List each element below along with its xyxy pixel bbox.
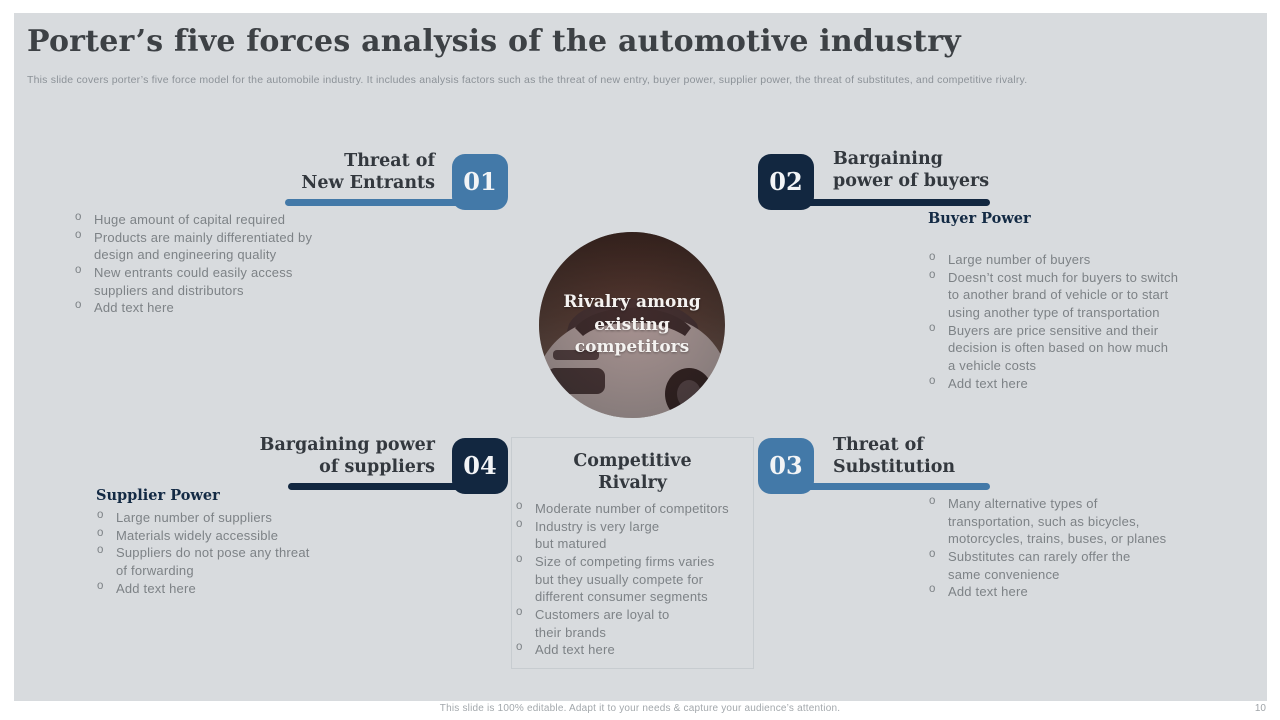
car-photo: [539, 232, 725, 418]
suppliers-number-badge: 04: [452, 438, 508, 494]
rivalry-frame: [511, 437, 754, 669]
list-item: Products are mainly differentiated by de…: [72, 228, 357, 264]
substitution-list: Many alternative types of transportation…: [926, 494, 1221, 601]
list-item: Many alternative types of transportation…: [926, 494, 1221, 548]
list-item: Large number of suppliers: [94, 508, 364, 527]
list-item: Large number of buyers: [926, 250, 1221, 269]
substitution-number-badge: 03: [758, 438, 814, 494]
new-entrants-number-badge: 01: [452, 154, 508, 210]
substitution-title: Threat of Substitution: [833, 435, 956, 478]
buyers-number-badge: 02: [758, 154, 814, 210]
rivalry-circle: Rivalry among existing competitors: [539, 232, 725, 418]
list-item: Add text here: [926, 374, 1221, 393]
supplier-power-subheading: Supplier Power: [96, 487, 220, 504]
rivalry-circle-label: Rivalry among existing competitors: [563, 292, 701, 358]
list-item: Substitutes can rarely offer the same co…: [926, 547, 1221, 583]
rivalry-title: Competitive Rivalry: [573, 451, 692, 494]
list-item: Moderate number of competitors: [513, 499, 753, 518]
new-entrants-list: Huge amount of capital requiredProducts …: [72, 210, 357, 317]
list-item: Customers are loyal to their brands: [513, 605, 753, 641]
list-item: Industry is very large but matured: [513, 517, 753, 553]
slide-title: Porter’s five forces analysis of the aut…: [27, 24, 961, 59]
footer-note: This slide is 100% editable. Adapt it to…: [439, 703, 841, 714]
list-item: Add text here: [72, 298, 357, 317]
new-entrants-title: Threat of New Entrants: [301, 151, 435, 194]
list-item: Add text here: [94, 579, 364, 598]
suppliers-connector-line: [288, 483, 475, 490]
slide-subtitle: This slide covers porter’s five force mo…: [27, 74, 1028, 86]
list-item: Huge amount of capital required: [72, 210, 357, 229]
suppliers-title: Bargaining power of suppliers: [259, 435, 435, 478]
list-item: Materials widely accessible: [94, 526, 364, 545]
rivalry-list: Moderate number of competitorsIndustry i…: [513, 499, 753, 659]
list-item: New entrants could easily access supplie…: [72, 263, 357, 299]
list-item: Buyers are price sensitive and their dec…: [926, 321, 1221, 375]
list-item: Add text here: [926, 582, 1221, 601]
list-item: Size of competing firms varies but they …: [513, 552, 753, 606]
buyers-title: Bargaining power of buyers: [833, 149, 990, 192]
substitution-connector-line: [790, 483, 990, 490]
list-item: Suppliers do not pose any threat of forw…: [94, 543, 364, 579]
buyers-connector-line: [790, 199, 990, 206]
buyer-power-subheading: Buyer Power: [928, 210, 1031, 227]
list-item: Add text here: [513, 640, 753, 659]
new-entrants-connector-line: [285, 199, 475, 206]
page-number: 10: [1254, 703, 1266, 714]
buyers-list: Large number of buyersDoesn’t cost much …: [926, 250, 1221, 393]
list-item: Doesn’t cost much for buyers to switch t…: [926, 268, 1221, 322]
suppliers-list: Large number of suppliersMaterials widel…: [94, 508, 364, 598]
